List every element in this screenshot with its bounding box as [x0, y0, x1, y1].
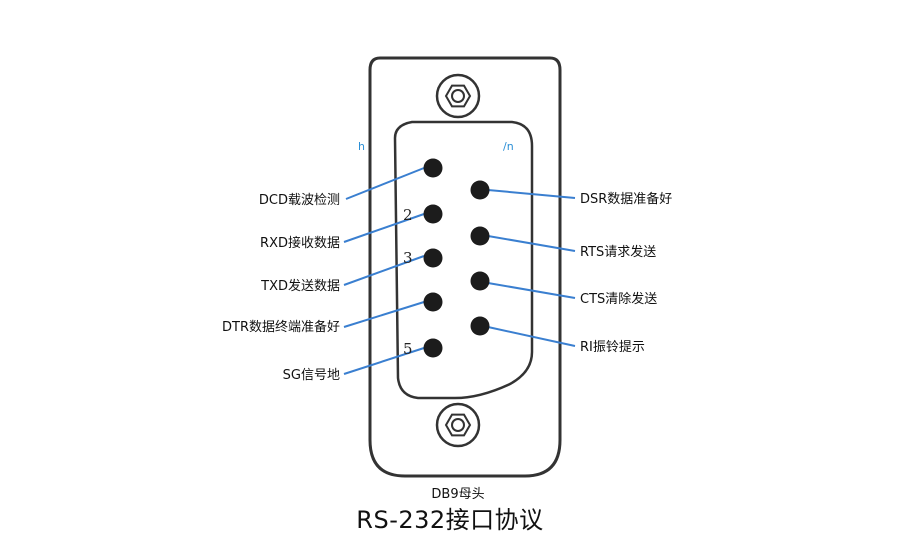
pin-number-3: 3: [403, 249, 413, 267]
pin-5: [423, 338, 443, 358]
pin-8: [470, 271, 490, 291]
label-ri: RI振铃提示: [580, 339, 645, 355]
pin-9: [470, 316, 490, 336]
pin-1: [423, 158, 443, 178]
label-rxd: RXD接收数据: [260, 235, 340, 251]
label-dtr: DTR数据终端准备好: [222, 319, 340, 335]
pin-2: [423, 204, 443, 224]
leader-txd: [343, 255, 425, 286]
bottom-screw-icon: [435, 402, 481, 448]
pin-number-2: 2: [403, 206, 413, 224]
pins-right: [470, 180, 490, 336]
watermark-left: h: [358, 140, 365, 153]
top-screw-icon: [435, 73, 481, 119]
label-dsr: DSR数据准备好: [580, 191, 672, 207]
left-leaders: [343, 167, 425, 375]
leader-dtr: [343, 301, 425, 328]
pins-left: [423, 158, 443, 358]
label-txd: TXD发送数据: [260, 278, 340, 294]
leader-rts: [487, 235, 576, 252]
leader-rxd: [343, 213, 425, 243]
leader-dcd: [345, 167, 425, 200]
connector-caption: DB9母头: [431, 487, 484, 502]
leader-ri: [487, 326, 576, 347]
leader-cts: [487, 282, 576, 299]
label-rts: RTS请求发送: [580, 244, 656, 260]
connector-d-shape: [393, 120, 534, 400]
diagram-title: RS-232接口协议: [356, 506, 544, 534]
right-leaders: [487, 189, 576, 347]
pin-number-5: 5: [403, 340, 413, 358]
pin-3: [423, 248, 443, 268]
label-cts: CTS清除发送: [580, 291, 657, 307]
label-sg: SG信号地: [283, 368, 340, 383]
pin-4: [423, 292, 443, 312]
connector-shell: [368, 56, 562, 478]
pin-6: [470, 180, 490, 200]
pin-7: [470, 226, 490, 246]
leader-sg: [343, 347, 425, 375]
leader-dsr: [487, 189, 576, 199]
watermark-right: /n: [503, 140, 514, 153]
label-dcd: DCD载波检测: [259, 193, 340, 208]
